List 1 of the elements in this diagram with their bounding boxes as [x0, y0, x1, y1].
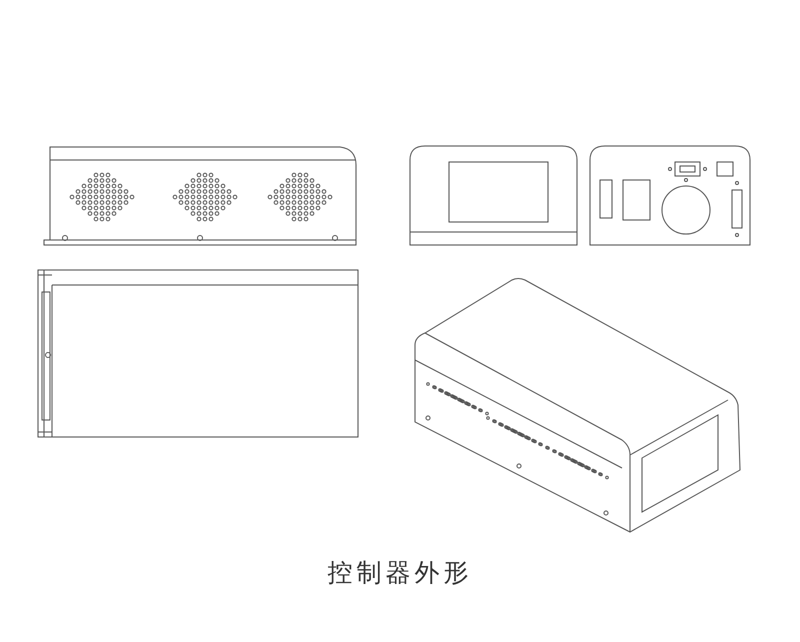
caption-text: 控制器外形	[328, 557, 472, 589]
